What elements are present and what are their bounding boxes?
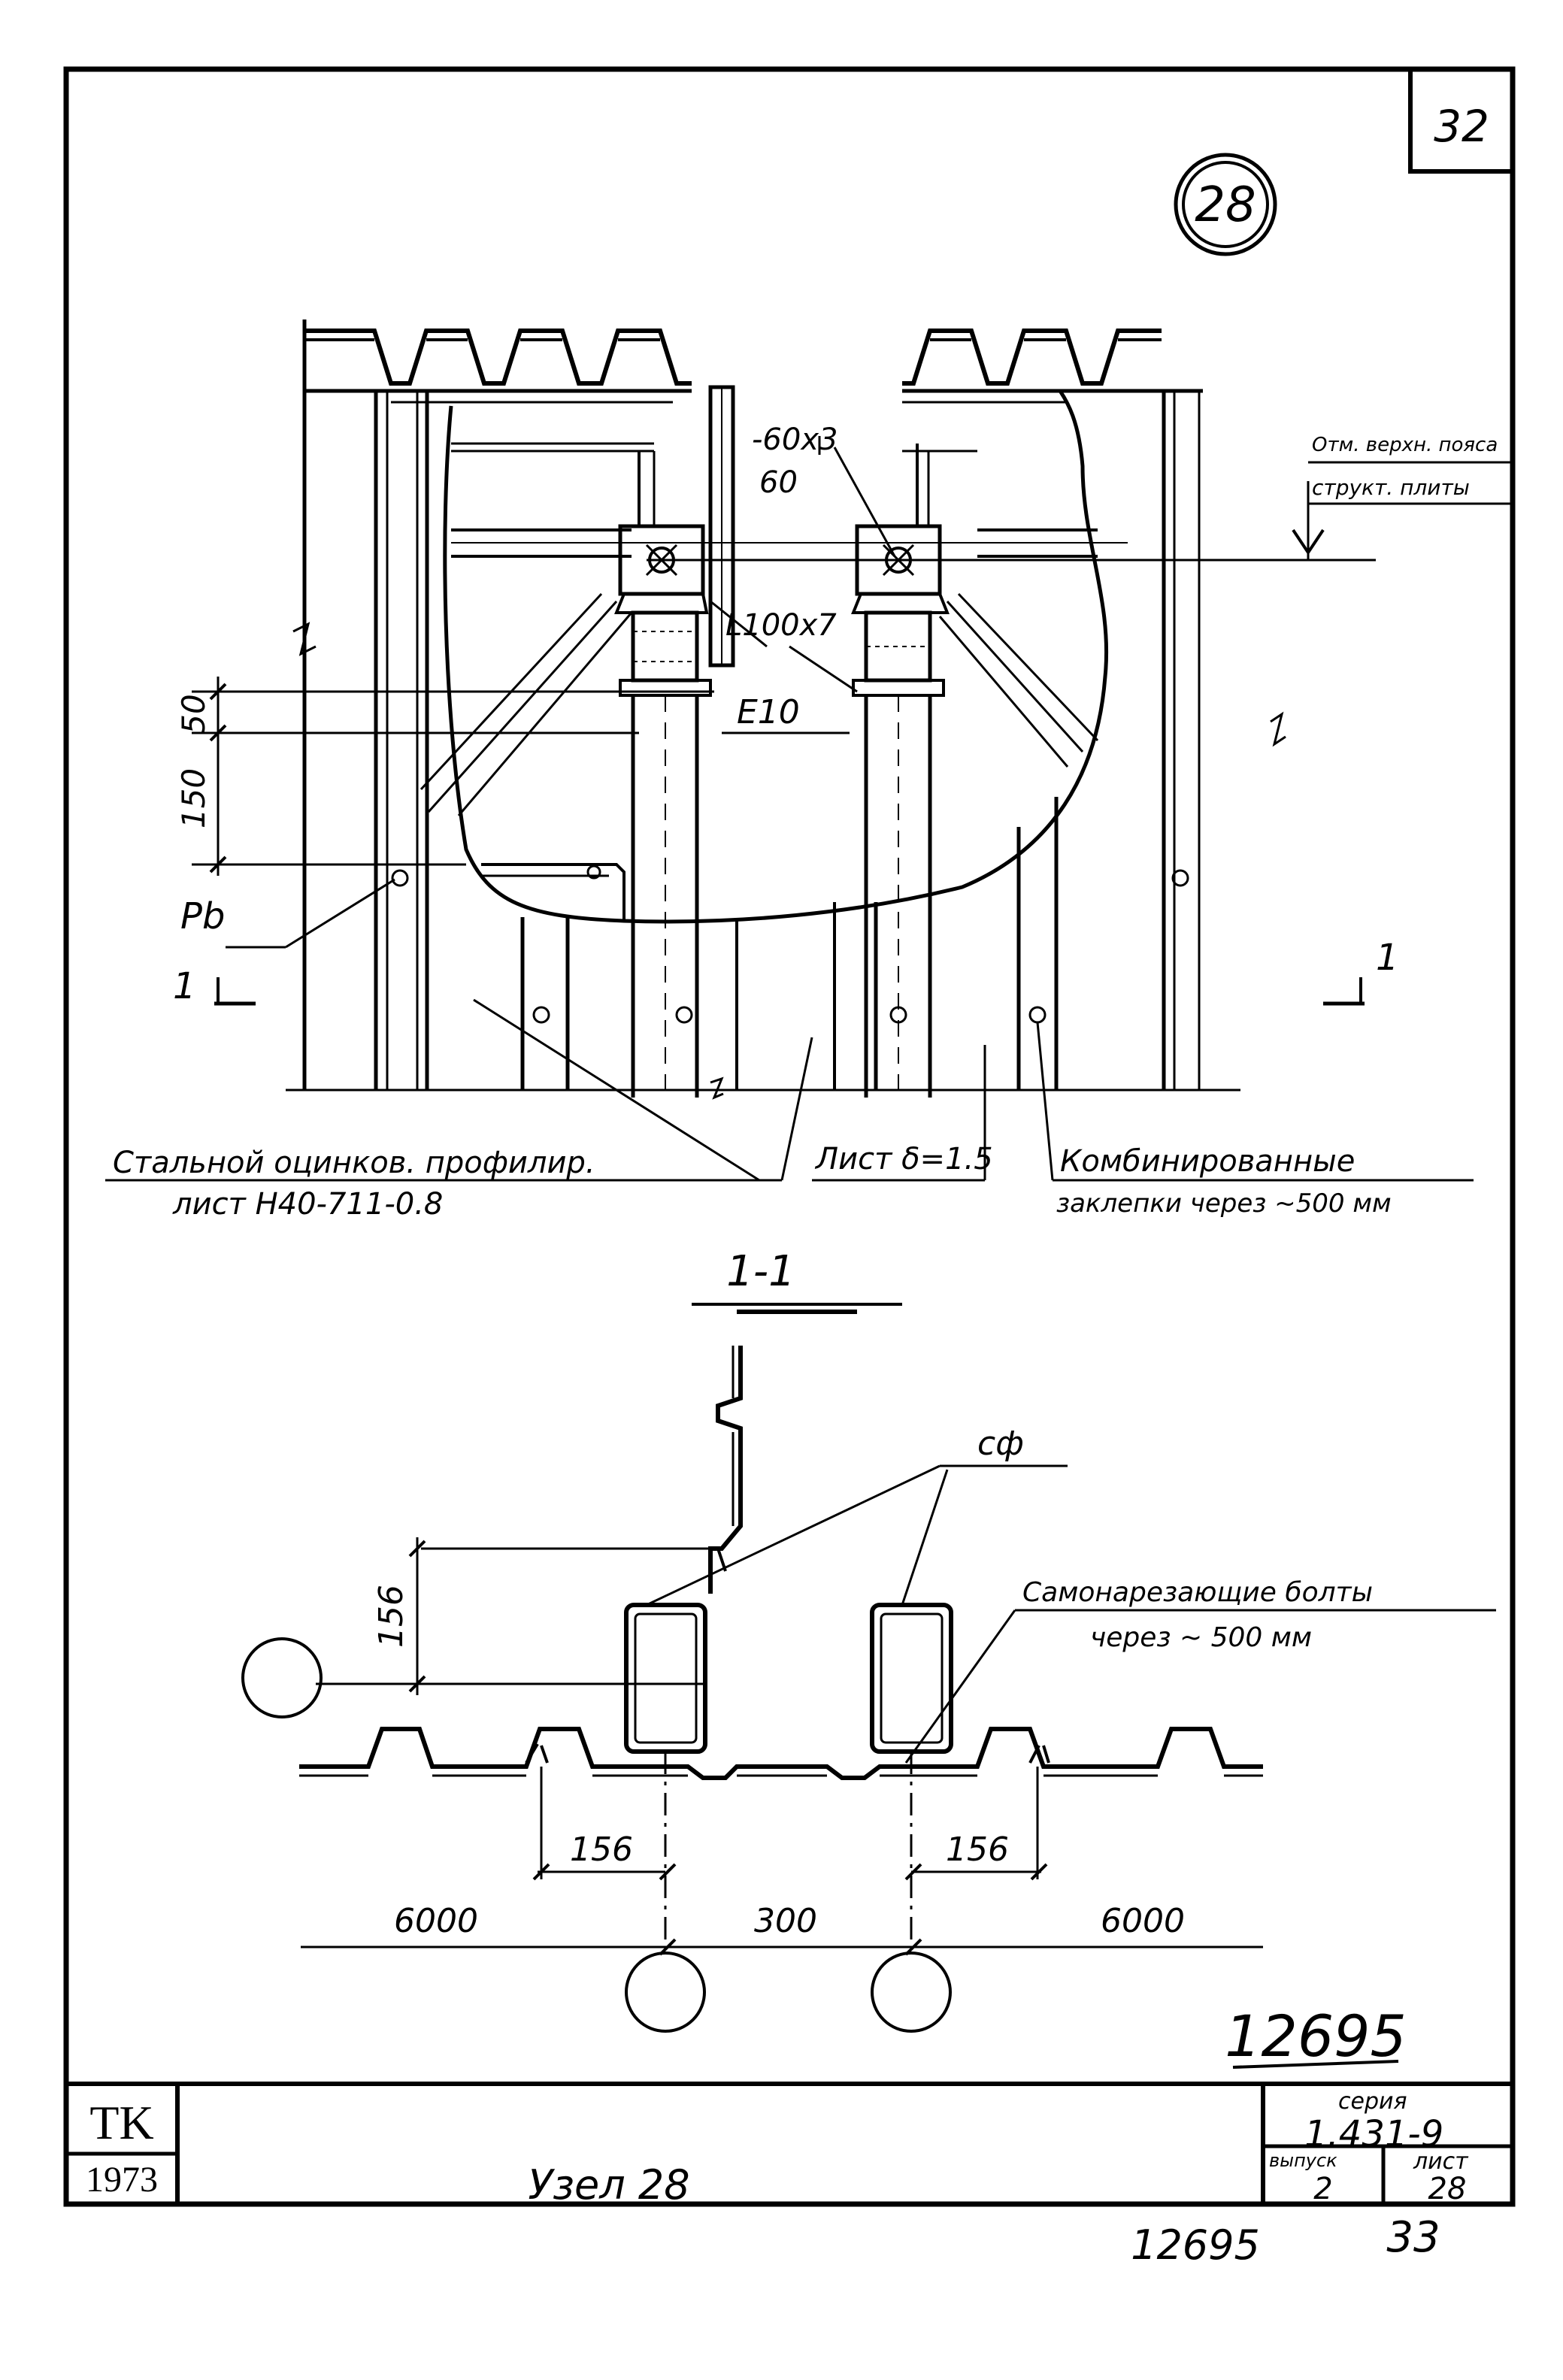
dim-height-label: 156 xyxy=(372,1585,410,1648)
page-number: 32 xyxy=(1434,101,1489,152)
axis-circle-bottom-right xyxy=(871,1952,952,2033)
node-number-marker: 28 xyxy=(1174,153,1277,256)
bottom-page-number: 33 xyxy=(1386,2213,1440,2262)
upper-profile-sheet xyxy=(708,1346,743,1594)
channel-label: Е10 xyxy=(737,693,800,731)
bolts-label-line2: через ~ 500 мм xyxy=(1090,1622,1312,1653)
angle-label: L100х7 xyxy=(725,608,837,643)
dim-mid-label: 150 xyxy=(175,768,212,828)
span-left-label: 6000 xyxy=(394,1902,478,1940)
year-label: 1973 xyxy=(86,2160,158,2200)
section-title: 1-1 xyxy=(726,1247,795,1296)
page-number-box: 32 xyxy=(1408,69,1513,174)
sheet-thickness-label: Лист δ=1.5 xyxy=(814,1142,993,1176)
plan-view xyxy=(105,319,1513,1182)
elevation-label-line1: Отм. верхн. пояса xyxy=(1312,434,1498,456)
org-label: TK xyxy=(89,2096,153,2149)
node-number: 28 xyxy=(1195,177,1256,233)
sheet-value: 28 xyxy=(1428,2172,1467,2206)
lower-profile-sheet xyxy=(299,1727,1263,1780)
axis-circle-left xyxy=(241,1637,323,1718)
section-marker-left: 1 xyxy=(173,965,196,1007)
dim-right-label: 156 xyxy=(946,1830,1009,1869)
inventory-number: 12695 xyxy=(1131,2221,1260,2269)
rivet-label: Рb xyxy=(180,895,225,937)
axis-circle-bottom-left xyxy=(625,1952,706,2033)
section-marker-right: 1 xyxy=(1376,937,1399,979)
rivets-label-line2: заклепки через ~500 мм xyxy=(1056,1188,1392,1219)
dim-top-label: 50 xyxy=(175,694,212,734)
rivets-label-line1: Комбинированные xyxy=(1060,1144,1355,1179)
span-mid-label: 300 xyxy=(754,1902,817,1940)
bolts-label-line1: Самонарезающие болты xyxy=(1022,1577,1373,1608)
span-right-label: 6000 xyxy=(1101,1902,1185,1940)
profiled-sheet-right xyxy=(902,329,1162,386)
issue-label: выпуск xyxy=(1269,2150,1337,2171)
dim-left-label: 156 xyxy=(570,1830,633,1869)
rivet-markers xyxy=(391,864,1189,1024)
series-value: 1.431-9 xyxy=(1304,2113,1443,2155)
profiled-sheet-label-line1: Стальной оцинков. профилир. xyxy=(113,1146,595,1180)
profiled-sheet-label-line2: лист Н40-711-0.8 xyxy=(172,1187,443,1222)
section-view xyxy=(241,1303,1496,2033)
tube-left xyxy=(624,1603,707,1754)
profiled-sheet-left xyxy=(304,329,692,386)
sf-label: сф xyxy=(977,1425,1024,1463)
tube-right xyxy=(870,1603,953,1754)
plate-label: -60х3 xyxy=(752,422,838,457)
title-block xyxy=(66,2082,1513,2204)
drawing-title: Узел 28 xyxy=(528,2161,689,2209)
plate-sub-label: 60 xyxy=(759,465,798,500)
footer-number: 12695 xyxy=(1225,2003,1407,2070)
issue-value: 2 xyxy=(1313,2172,1332,2206)
sheet-label: лист xyxy=(1413,2148,1469,2175)
elevation-label-line2: структ. плиты xyxy=(1312,475,1470,500)
series-label: серия xyxy=(1338,2088,1407,2115)
sheet-frame xyxy=(63,66,1516,2207)
